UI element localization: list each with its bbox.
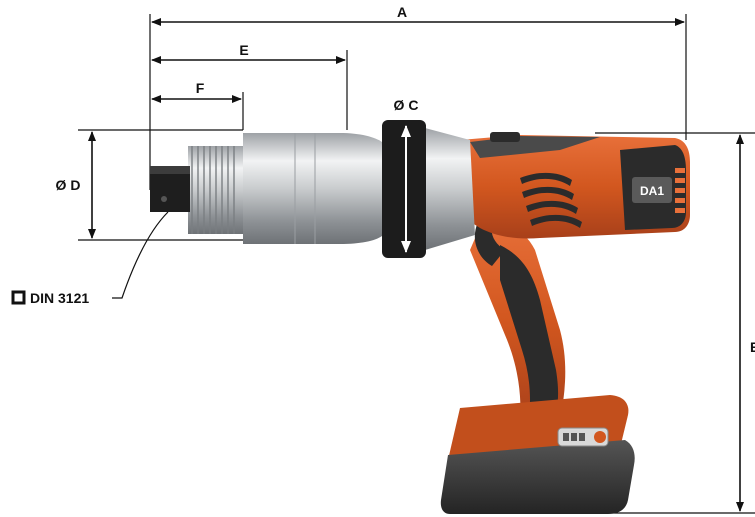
dimension-f: F [151, 80, 242, 103]
label-c: Ø C [394, 97, 419, 113]
anti-reaction-ring [382, 120, 426, 258]
drill-illustration: DA1 [150, 120, 690, 514]
splined-shaft [188, 146, 243, 234]
model-badge [632, 177, 672, 203]
dimension-e: E [151, 42, 346, 64]
extension-lines [78, 14, 755, 514]
label-a: A [397, 4, 407, 20]
trigger [474, 222, 505, 266]
gearbox-chrome [425, 128, 475, 250]
top-knob [490, 132, 520, 142]
dimension-b: B [736, 134, 755, 512]
label-e: E [239, 42, 248, 58]
label-b: B [750, 339, 755, 355]
dimension-c: Ø C [394, 97, 419, 253]
square-drive-icon [11, 290, 26, 305]
label-din: DIN 3121 [30, 290, 89, 306]
dimension-a: A [151, 4, 685, 26]
vent-slots [520, 172, 582, 228]
label-d: Ø D [56, 177, 81, 193]
grip-rubber [500, 245, 559, 425]
battery-pack [440, 440, 635, 514]
reaction-housing [243, 133, 382, 244]
din-callout: DIN 3121 [11, 211, 169, 306]
label-f: F [196, 80, 205, 96]
model-badge-text: DA1 [640, 184, 664, 198]
dimension-d: Ø D [56, 131, 96, 239]
